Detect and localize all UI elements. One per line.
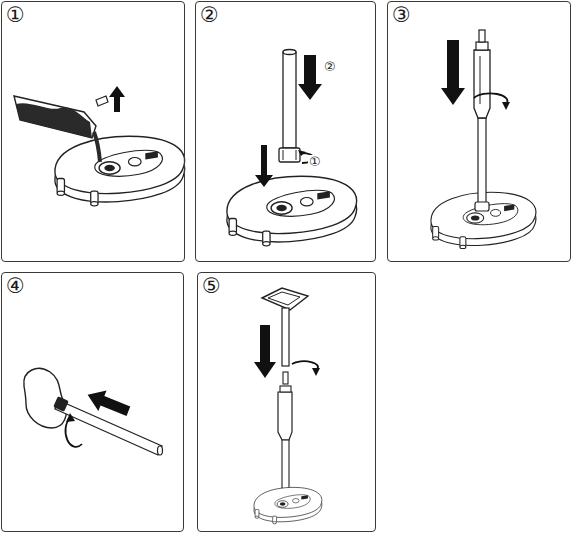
down-arrow — [254, 325, 276, 378]
step-number: ⑤ — [202, 276, 221, 297]
step-panel: ② — [195, 1, 376, 262]
step-panel: ① — [1, 1, 185, 262]
cap — [96, 96, 108, 106]
callout-number: ① — [308, 155, 322, 168]
step-number: ③ — [392, 5, 411, 26]
pole — [478, 118, 486, 208]
fan-plate — [262, 288, 308, 310]
collar — [280, 386, 291, 392]
pole-top — [283, 50, 296, 55]
step-number: ④ — [6, 276, 25, 297]
rod-tip — [479, 30, 485, 42]
rotate-arrow-head — [312, 368, 320, 376]
callout-number: ② — [323, 60, 337, 73]
nut — [279, 148, 300, 162]
down-arrow — [255, 145, 273, 187]
step-panel: ⑤ — [197, 272, 376, 532]
fan-plate-inner — [268, 292, 300, 305]
down-arrow — [298, 55, 322, 100]
step-panel: ④ — [1, 272, 184, 532]
nut-edge — [283, 150, 284, 160]
rod — [282, 308, 289, 366]
fan-base — [55, 136, 185, 206]
collar — [53, 396, 69, 412]
rod-tip — [283, 372, 288, 384]
down-arrow — [441, 40, 465, 105]
nut-edge — [296, 150, 297, 160]
rotate-arrow-head — [66, 413, 75, 422]
step-number: ① — [6, 5, 25, 26]
rotate-arrow — [65, 418, 82, 447]
liquid-stream — [94, 132, 100, 162]
fan-base — [254, 487, 322, 523]
liquid — [16, 103, 92, 138]
rotate-arrow-head — [298, 150, 306, 156]
up-arrow — [109, 86, 125, 112]
fan-base — [227, 176, 357, 246]
collar — [476, 42, 488, 50]
tube — [278, 392, 292, 440]
left-arrow — [83, 385, 132, 422]
rod-end — [158, 446, 163, 455]
step-panel: ③ — [387, 1, 571, 262]
pole — [283, 52, 296, 148]
rotate-arrow-head — [502, 102, 510, 110]
tube-highlight — [480, 56, 481, 104]
jug — [14, 96, 96, 138]
nut — [475, 202, 489, 211]
tube — [474, 50, 490, 118]
step-number: ② — [200, 5, 219, 26]
